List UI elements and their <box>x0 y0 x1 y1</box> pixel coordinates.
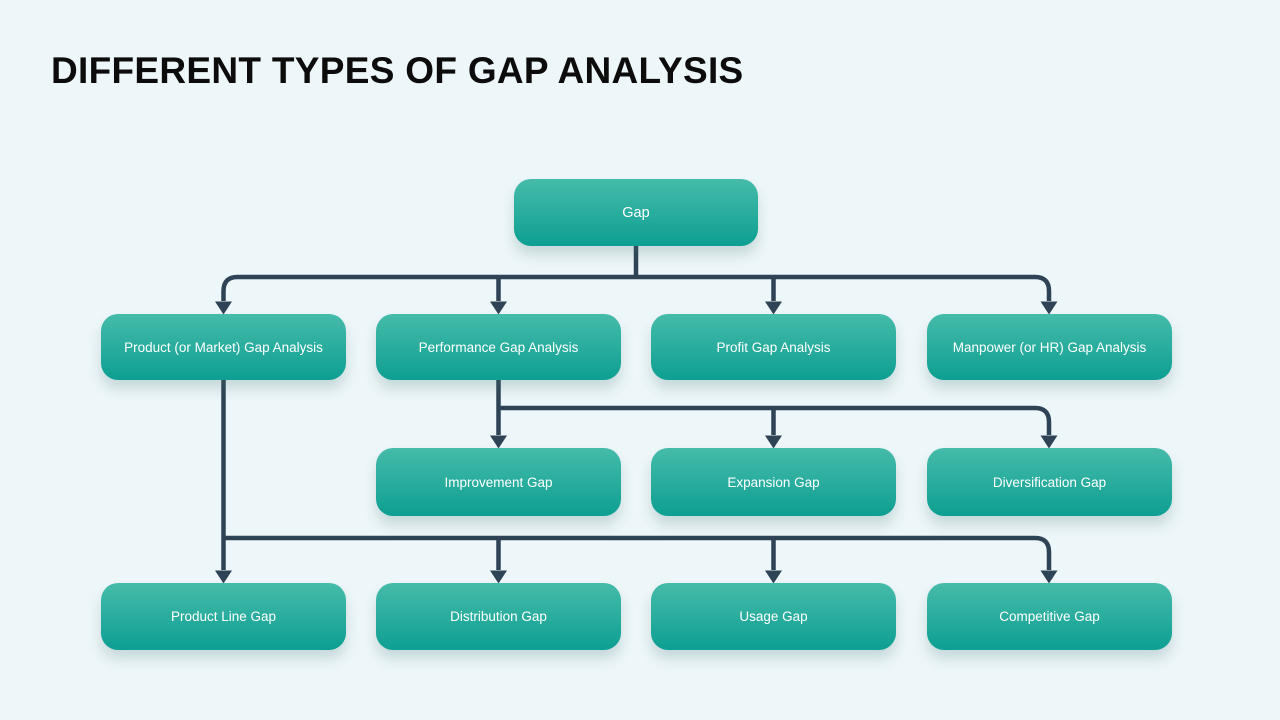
node-label: Expansion Gap <box>727 474 820 490</box>
node-label: Product Line Gap <box>170 609 277 624</box>
arrowhead <box>765 435 782 449</box>
node-usage-gap: Usage Gap <box>651 583 896 650</box>
node-distribution-gap: Distribution Gap <box>376 583 621 650</box>
node-gap: Gap <box>514 179 758 246</box>
arrowhead <box>490 570 507 584</box>
node-label: Competitive Gap <box>999 609 1100 624</box>
node-label: Distribution Gap <box>450 609 547 624</box>
connector-product-to-level4 <box>215 380 1058 584</box>
node-label: Product (or Market) Gap Analysis <box>124 339 323 355</box>
node-profit-gap-analysis: Profit Gap Analysis <box>651 314 896 380</box>
node-improvement-gap: Improvement Gap <box>376 448 621 516</box>
node-expansion-gap: Expansion Gap <box>651 448 896 516</box>
arrowhead <box>765 301 782 315</box>
page-title: DIFFERENT TYPES OF GAP ANALYSIS <box>51 50 744 91</box>
node-label: Performance Gap Analysis <box>418 339 579 355</box>
connector-performance-to-level3 <box>490 380 1058 449</box>
node-manpower-gap-analysis: Manpower (or HR) Gap Analysis <box>927 314 1172 380</box>
node-product-line-gap: Product Line Gap <box>101 583 346 650</box>
node-label: Manpower (or HR) Gap Analysis <box>952 339 1147 355</box>
arrowhead <box>1040 301 1058 315</box>
node-label: Diversification Gap <box>992 474 1107 490</box>
node-product-gap-analysis: Product (or Market) Gap Analysis <box>101 314 346 380</box>
arrowhead <box>215 570 232 584</box>
node-label: Usage Gap <box>739 609 808 624</box>
arrowhead <box>490 435 507 449</box>
arrowhead <box>490 301 507 315</box>
node-diversification-gap: Diversification Gap <box>927 448 1172 516</box>
arrowhead <box>765 570 782 584</box>
arrowhead <box>215 301 232 315</box>
arrowhead <box>1040 435 1058 449</box>
connector-root-to-level2 <box>215 246 1058 315</box>
node-label: Profit Gap Analysis <box>716 339 831 355</box>
node-label: Improvement Gap <box>444 474 553 490</box>
node-performance-gap-analysis: Performance Gap Analysis <box>376 314 621 380</box>
node-label: Gap <box>622 204 650 221</box>
node-competitive-gap: Competitive Gap <box>927 583 1172 650</box>
arrowhead <box>1040 570 1058 584</box>
